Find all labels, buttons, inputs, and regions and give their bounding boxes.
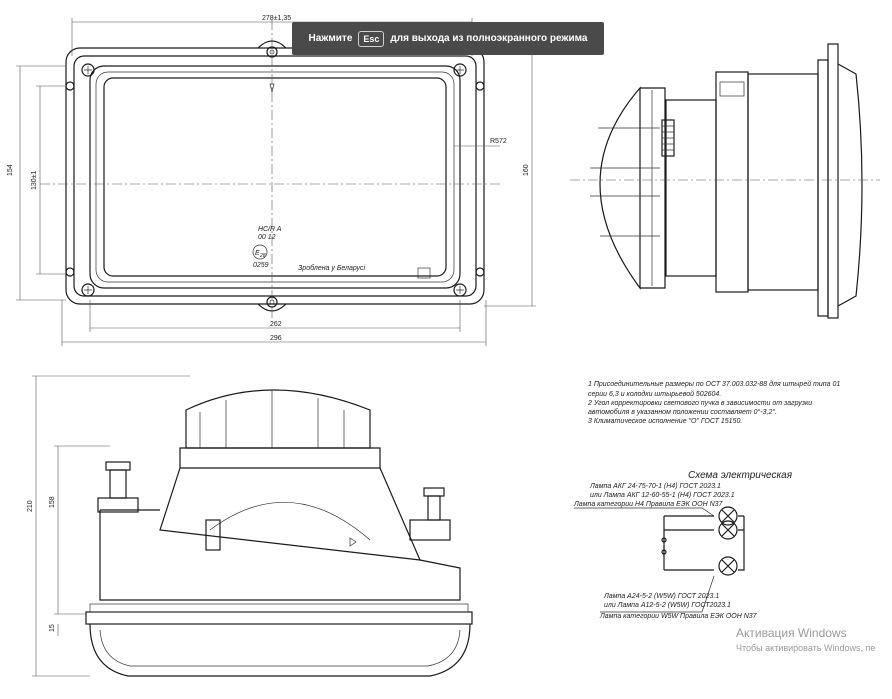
dim-top-width: 278±1,35 <box>262 15 291 22</box>
lamp2-line: Лампа А24-5-2 (W5W) ГОСТ 2023.1 <box>603 593 719 600</box>
dim-inner-height: 130±1 <box>31 170 38 190</box>
front-view: HC/R A 00 12 E 28 0259 Зроблена у Белару… <box>7 15 536 346</box>
note-line: автомобиля в указанном положении составл… <box>588 408 777 416</box>
dim-radius: R572 <box>490 138 507 145</box>
lamp-w5w-icon <box>718 556 738 576</box>
dimension-lines <box>16 18 536 346</box>
made-in-label: Зроблена у Беларусі <box>298 264 366 272</box>
adjuster-knob-icon <box>661 119 675 157</box>
connector-terminal-icon <box>97 461 451 541</box>
side-view <box>570 43 880 319</box>
electrical-scheme: Схема электрическая Лампа АКГ 24-75-70-1… <box>573 470 793 620</box>
lens-code: HC/R A <box>258 226 282 233</box>
approval-number: 0259 <box>253 262 269 269</box>
e-mark-letter: E <box>255 250 260 257</box>
esc-key-badge[interactable]: Esc <box>358 30 385 47</box>
dim-overall-width: 296 <box>270 335 282 342</box>
watermark-title: Активация Windows <box>736 626 847 640</box>
dim-side-height: 210 <box>27 500 34 512</box>
dim-inner-width: 262 <box>270 321 282 328</box>
corner-screw-icon <box>81 63 467 297</box>
dim-side-inner-height: 158 <box>49 496 56 508</box>
bottom-view: 210 158 15 <box>27 375 473 677</box>
lamp1-line: Лампа категории Н4 Правила ЕЭК ООН N37 <box>573 501 724 508</box>
lamp1-line: или Лампа АКГ 12-60-55-1 (Н4) ГОСТ 2023.… <box>590 492 735 499</box>
dim-right-height: 160 <box>523 164 530 176</box>
e-mark-number: 28 <box>259 253 266 259</box>
lens-code-2: 00 12 <box>258 234 276 241</box>
fullscreen-exit-toast: Нажмите Esc для выхода из полноэкранного… <box>292 22 604 55</box>
note-line: 2 Угол корректировки светового пучка в з… <box>587 400 812 407</box>
scheme-title: Схема электрическая <box>688 470 793 481</box>
lamp2-line: Лампа категории W5W Правила ЕЭК ООН N37 <box>599 613 758 620</box>
dim-left-height: 154 <box>7 164 14 176</box>
technical-notes: 1 Присоединительные размеры по ОСТ 37.00… <box>587 380 840 425</box>
dim-flange: 15 <box>49 624 56 632</box>
toast-text-before: Нажмите <box>308 33 353 44</box>
note-line: 1 Присоединительные размеры по ОСТ 37.00… <box>588 380 840 388</box>
lamp2-line: или Лампа А12-5-2 (W5W) ГОСТ2023.1 <box>604 602 731 609</box>
watermark-subtitle: Чтобы активировать Windows, пе <box>736 643 876 653</box>
note-line: серии 6,3 и колодки штырьевой 502604. <box>588 390 721 398</box>
e-mark-icon: E 28 <box>252 244 268 260</box>
lamp1-line: Лампа АКГ 24-75-70-1 (Н4) ГОСТ 2023.1 <box>589 483 721 490</box>
toast-text-after: для выхода из полноэкранного режима <box>390 33 588 44</box>
lamp-h4-icon <box>718 506 738 540</box>
windows-activation-watermark: Активация Windows Чтобы активировать Win… <box>736 626 875 653</box>
note-line: 3 Климатическое исполнение "О" ГОСТ 1515… <box>588 418 742 425</box>
